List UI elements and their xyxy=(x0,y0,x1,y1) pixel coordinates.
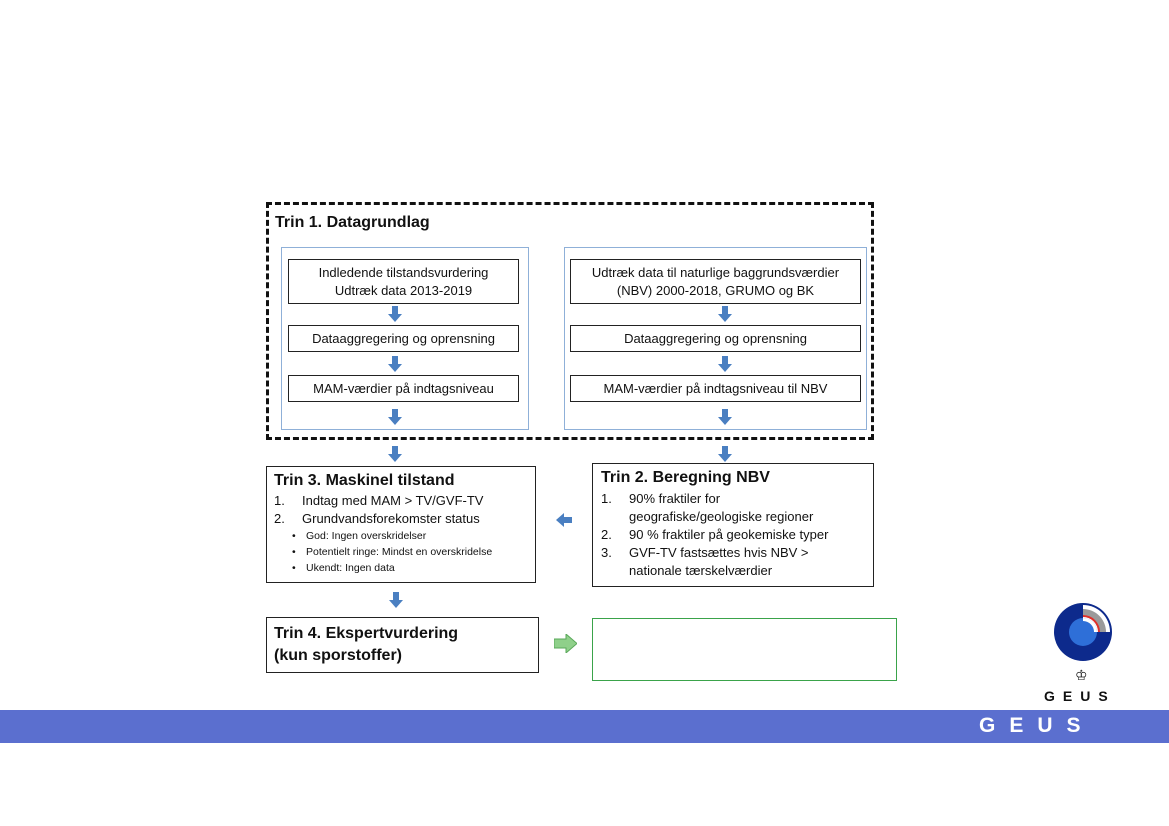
list-number: 2. xyxy=(601,527,612,542)
list-text: Grundvandsforekomster status xyxy=(302,511,480,526)
arrow-down-icon xyxy=(388,409,402,425)
arrow-down-icon xyxy=(718,306,732,322)
crown-icon: ♔ xyxy=(1075,667,1088,683)
list-text: GVF-TV fastsættes hvis NBV > xyxy=(629,545,809,560)
sub-list-text: God: Ingen overskridelser xyxy=(306,530,427,542)
list-text: 90% fraktiler for xyxy=(629,491,721,506)
list-item: geografiske/geologiske regioner xyxy=(601,508,865,526)
footer-text: GEUS xyxy=(979,714,1095,737)
bullet: • xyxy=(292,530,296,542)
right-step-mam: MAM-værdier på indtagsniveau til NBV xyxy=(570,375,861,402)
arrow-right-icon xyxy=(554,634,577,653)
list-number xyxy=(601,562,629,580)
list-text: 90 % fraktiler på geokemiske typer xyxy=(629,527,829,542)
arrow-down-icon xyxy=(389,592,403,608)
list-item: 1. Indtag med MAM > TV/GVF-TV xyxy=(274,492,528,510)
bullet: • xyxy=(292,562,296,574)
list-item: 2. 90 % fraktiler på geokemiske typer xyxy=(601,526,865,544)
list-number xyxy=(601,508,629,526)
list-text: nationale tærskelværdier xyxy=(629,563,773,578)
arrow-left-icon xyxy=(556,513,572,527)
trin4-title-line1: Trin 4. Ekspertvurdering xyxy=(274,625,459,642)
left-step-aggregate: Dataaggregering og oprensning xyxy=(288,325,519,352)
list-number: 1. xyxy=(601,491,612,506)
list-number: 1. xyxy=(274,493,285,508)
sub-list-item: • Ukendt: Ingen data xyxy=(274,560,528,576)
trin4-box: Trin 4. Ekspertvurdering (kun sporstoffe… xyxy=(266,617,539,673)
sub-list-text: Ukendt: Ingen data xyxy=(306,562,395,574)
trin2-title: Trin 2. Beregning NBV xyxy=(601,469,770,486)
left-step-mam: MAM-værdier på indtagsniveau xyxy=(288,375,519,402)
arrow-down-icon xyxy=(388,446,402,462)
sub-list-item: • God: Ingen overskridelser xyxy=(274,528,528,544)
arrow-down-icon xyxy=(718,409,732,425)
right-step-extract: Udtræk data til naturlige baggrundsværdi… xyxy=(570,259,861,304)
trin1-frame xyxy=(266,202,874,440)
list-text: Indtag med MAM > TV/GVF-TV xyxy=(302,493,484,508)
trin3-box: Trin 3. Maskinel tilstand 1. Indtag med … xyxy=(266,466,536,583)
result-box xyxy=(592,618,897,681)
list-text: geografiske/geologiske regioner xyxy=(629,509,814,524)
list-item: 3. GVF-TV fastsættes hvis NBV > xyxy=(601,544,865,562)
right-step-aggregate: Dataaggregering og oprensning xyxy=(570,325,861,352)
trin2-box: Trin 2. Beregning NBV 1. 90% fraktiler f… xyxy=(592,463,874,587)
arrow-down-icon xyxy=(388,356,402,372)
sub-list-text: Potentielt ringe: Mindst en overskridels… xyxy=(306,546,493,558)
list-item: 1. 90% fraktiler for xyxy=(601,490,865,508)
trin3-title: Trin 3. Maskinel tilstand xyxy=(274,472,455,489)
trin1-title: Trin 1. Datagrundlag xyxy=(275,214,430,231)
left-step-extract: Indledende tilstandsvurdering Udtræk dat… xyxy=(288,259,519,304)
list-item: 2. Grundvandsforekomster status xyxy=(274,510,528,528)
logo-text: GEUS xyxy=(1044,688,1116,704)
list-number: 2. xyxy=(274,511,285,526)
sub-list-item: • Potentielt ringe: Mindst en overskride… xyxy=(274,544,528,560)
geus-logo-icon xyxy=(1054,603,1112,661)
footer-band xyxy=(0,710,1169,743)
list-number: 3. xyxy=(601,545,612,560)
list-item: nationale tærskelværdier xyxy=(601,562,865,580)
arrow-down-icon xyxy=(388,306,402,322)
bullet: • xyxy=(292,546,296,558)
trin4-title-line2: (kun sporstoffer) xyxy=(274,647,402,664)
arrow-down-icon xyxy=(718,356,732,372)
arrow-down-icon xyxy=(718,446,732,462)
